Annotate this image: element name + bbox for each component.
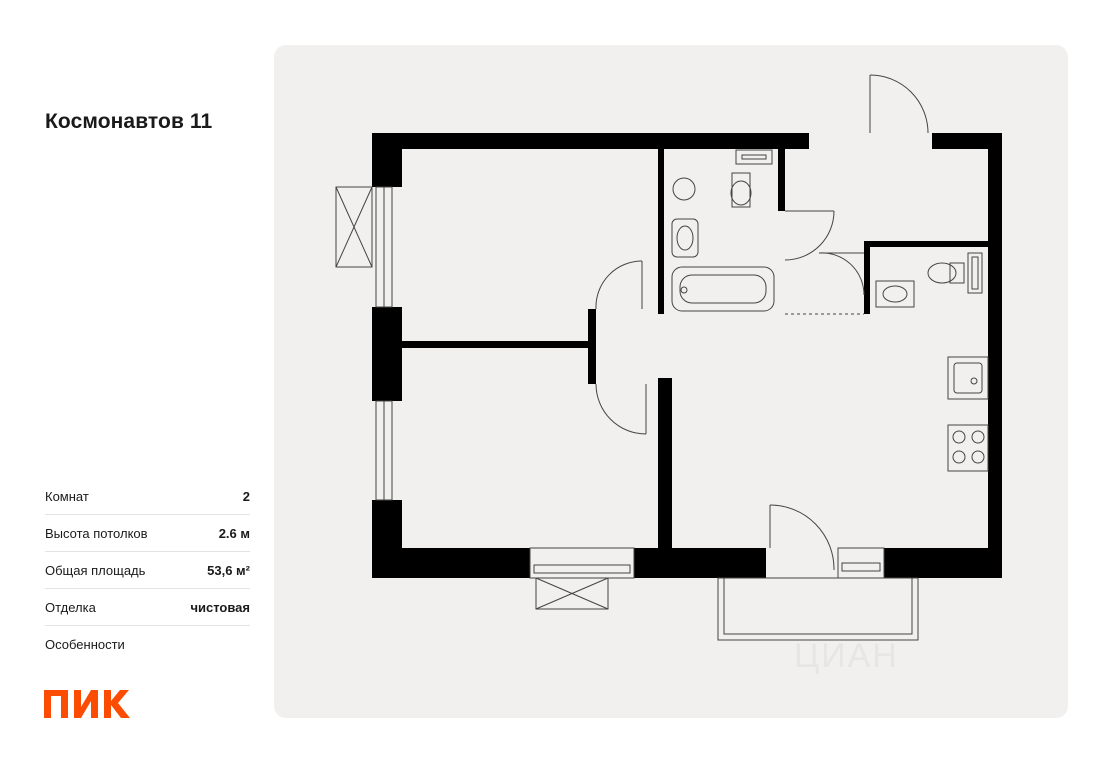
- spec-row-finishing: Отделка чистовая: [45, 589, 250, 626]
- pik-logo: [44, 690, 130, 718]
- spec-row-rooms: Комнат 2: [45, 478, 250, 515]
- spec-label: Комнат: [45, 488, 89, 504]
- apartment-specs: Комнат 2 Высота потолков 2.6 м Общая пло…: [45, 478, 250, 662]
- spec-label: Высота потолков: [45, 525, 148, 541]
- watermark: ЦИАН: [794, 637, 899, 675]
- spec-label: Отделка: [45, 599, 96, 615]
- floor-plan: ЦИАН: [274, 45, 1068, 718]
- spec-value: 2.6 м: [218, 525, 250, 541]
- project-title: Космонавтов 11: [45, 110, 213, 133]
- spec-value: 53,6 м²: [207, 562, 250, 578]
- floor-plan-drawing: [335, 74, 1002, 641]
- spec-label: Особенности: [45, 636, 125, 652]
- spec-row-features: Особенности: [45, 626, 250, 662]
- spec-value: 2: [242, 488, 250, 504]
- spec-value: чистовая: [190, 599, 250, 615]
- spec-row-ceiling-height: Высота потолков 2.6 м: [45, 515, 250, 552]
- spec-row-total-area: Общая площадь 53,6 м²: [45, 552, 250, 589]
- spec-label: Общая площадь: [45, 562, 146, 578]
